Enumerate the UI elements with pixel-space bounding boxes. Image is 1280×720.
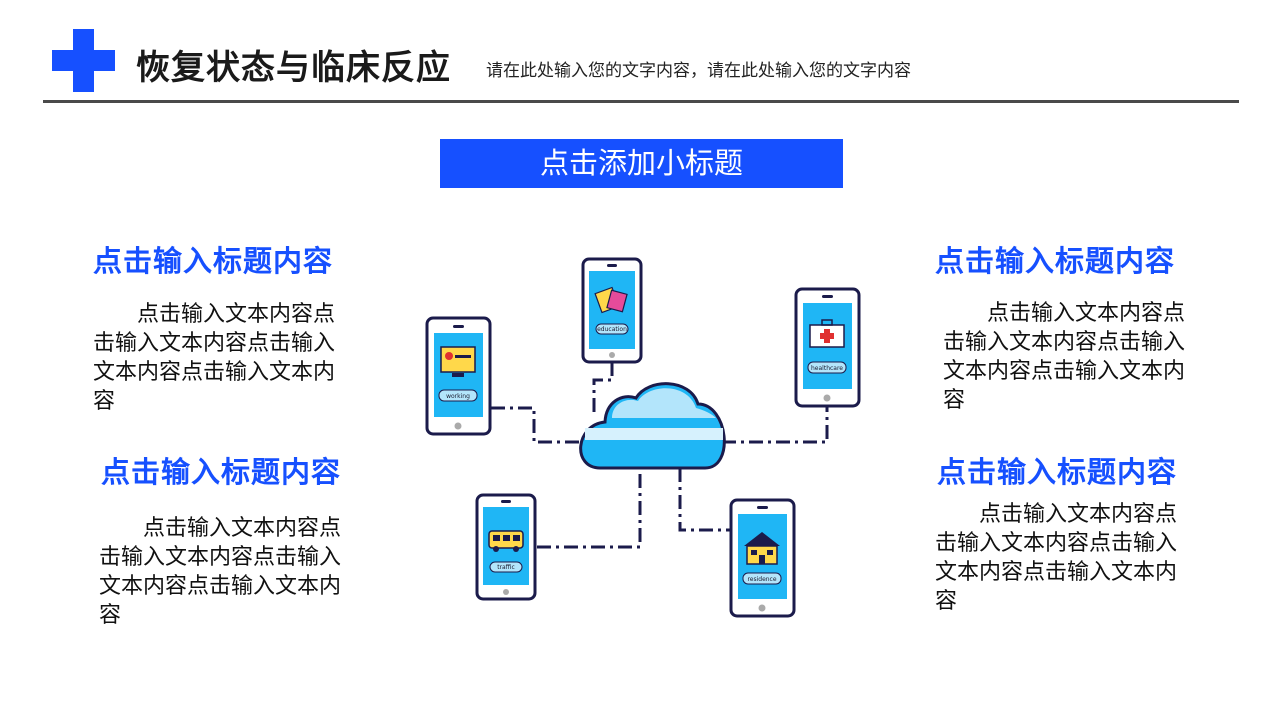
phone-label-residence: residence — [747, 576, 776, 583]
computer-icon — [440, 346, 476, 377]
phone-label-healthcare: healthcare — [811, 365, 843, 372]
subtitle-banner[interactable]: 点击添加小标题 — [440, 139, 843, 188]
phone-healthcare: healthcare — [794, 287, 861, 408]
connector-traffic — [537, 468, 642, 549]
block-title-right-bottom[interactable]: 点击输入标题内容 — [937, 455, 1178, 489]
block-body-left-top[interactable]: 点击输入文本内容点击输入文本内容点击输入文本内容点击输入文本内容 — [93, 302, 336, 414]
header-divider — [43, 100, 1239, 103]
house-icon — [744, 532, 780, 565]
page-title: 恢复状态与临床反应 — [136, 48, 451, 88]
connector-residence — [678, 468, 731, 532]
phone-working: working — [425, 316, 492, 436]
connector-healthcare — [722, 405, 829, 444]
cloud-icon — [579, 382, 726, 470]
phone-residence: residence — [729, 498, 796, 618]
block-body-right-bottom[interactable]: 点击输入文本内容点击输入文本内容点击输入文本内容点击输入文本内容 — [935, 502, 1178, 614]
block-body-left-bottom[interactable]: 点击输入文本内容点击输入文本内容点击输入文本内容点击输入文本内容 — [99, 516, 342, 628]
connector-education — [592, 362, 614, 415]
phone-label-traffic: traffic — [497, 564, 515, 571]
connector-working — [491, 406, 590, 444]
block-title-left-bottom[interactable]: 点击输入标题内容 — [101, 455, 342, 489]
connector-lines — [491, 362, 829, 549]
phone-traffic: traffic — [475, 493, 537, 601]
first-aid-kit-icon — [809, 319, 845, 348]
block-title-left-top[interactable]: 点击输入标题内容 — [93, 244, 334, 278]
bus-icon — [488, 530, 524, 552]
page-subtitle: 请在此处输入您的文字内容，请在此处输入您的文字内容 — [486, 61, 911, 81]
block-title-right-top[interactable]: 点击输入标题内容 — [935, 244, 1176, 278]
phone-education: education — [581, 257, 643, 364]
books-icon — [594, 286, 628, 314]
phone-label-education: education — [597, 326, 627, 333]
medical-cross-icon — [52, 29, 115, 92]
phone-label-working: working — [446, 393, 470, 400]
block-body-right-top[interactable]: 点击输入文本内容点击输入文本内容点击输入文本内容点击输入文本内容 — [943, 301, 1186, 413]
